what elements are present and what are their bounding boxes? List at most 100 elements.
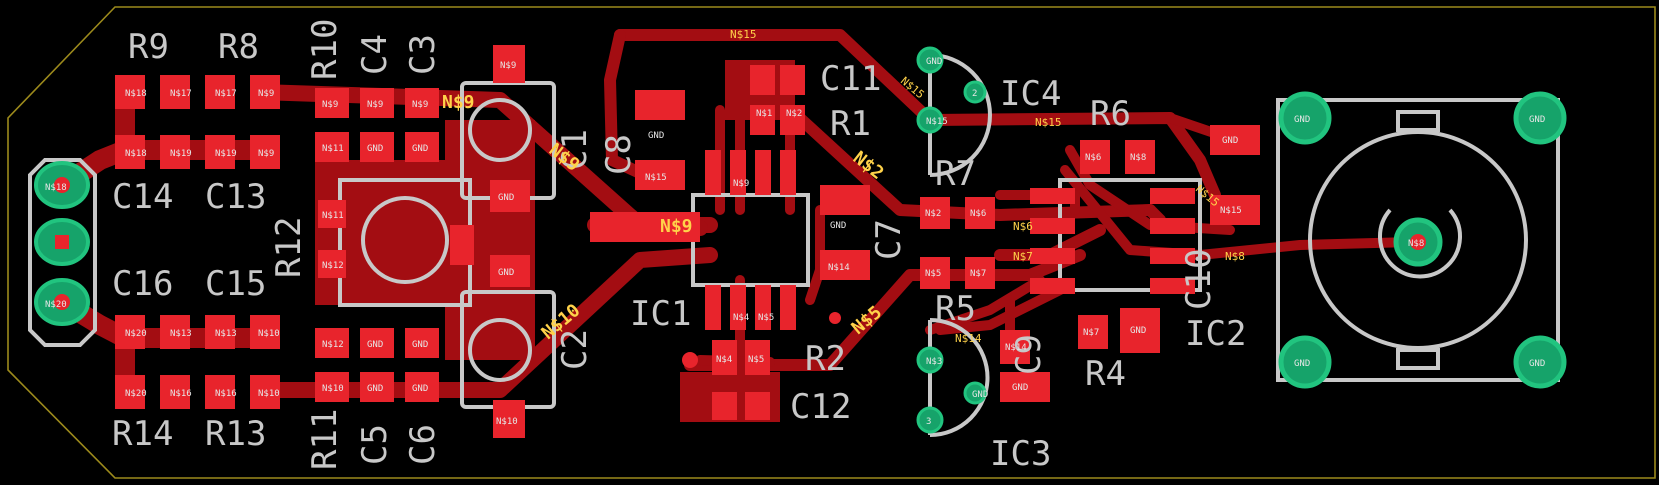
pad-label: N$9: [258, 149, 274, 159]
pad-label: N$5: [758, 313, 774, 323]
pad-label: GND: [367, 384, 383, 394]
pad-label: N$13: [215, 329, 237, 339]
ref-r11: R11: [305, 409, 345, 470]
pad-label: N$16: [215, 389, 237, 399]
ref-ic2: IC2: [1185, 314, 1246, 354]
ref-c1: C1: [555, 129, 595, 170]
ref-c13: C13: [205, 177, 266, 217]
ref-r12: R12: [269, 217, 309, 278]
ref-r14: R14: [112, 414, 173, 454]
pad-label: N$9: [367, 100, 383, 110]
pad-label: N$20: [125, 329, 147, 339]
ref-c10: C10: [1179, 249, 1219, 310]
pad-label: N$15: [1220, 206, 1242, 216]
pad-label: N$9: [500, 61, 516, 71]
pad-label: N$16: [170, 389, 192, 399]
pad-label: N$15: [926, 117, 948, 127]
pad-label: N$5: [925, 269, 941, 279]
ref-ic4: IC4: [1000, 74, 1061, 114]
pad-label: GND: [648, 131, 664, 141]
pad-label: N$12: [322, 261, 344, 271]
pad-label: N$1: [756, 109, 772, 119]
net-label-n15-top: N$15: [730, 28, 757, 41]
pad-label: N$10: [258, 329, 280, 339]
ref-c15: C15: [205, 264, 266, 304]
pad-label: N$2: [786, 109, 802, 119]
ref-c11: C11: [820, 59, 881, 99]
ref-r5: R5: [935, 289, 976, 329]
smd-pads: [115, 45, 1260, 438]
pad-label: GND: [830, 221, 846, 231]
pad-label: GND: [412, 384, 428, 394]
pad-label: GND: [498, 193, 514, 203]
pad-label: N$10: [496, 417, 518, 427]
ref-c3: C3: [403, 34, 443, 75]
through-holes: [34, 46, 1567, 434]
pad-label: GND: [1529, 115, 1545, 125]
pad-label: N$18: [125, 149, 147, 159]
pad-label: N$20: [45, 300, 67, 310]
board-outline: [7, 6, 1656, 479]
pad-label: N$10: [322, 384, 344, 394]
ref-r4: R4: [1085, 354, 1126, 394]
pad-label: N$7: [1083, 328, 1099, 338]
reference-designators: R9 R8 R10 C4 C3 C14 C13 R12 C16 C15 R14 …: [112, 19, 1246, 474]
pad-label: N$7: [970, 269, 986, 279]
pad-label: N$10: [258, 389, 280, 399]
ref-c5: C5: [355, 424, 395, 465]
pad-label: GND: [1130, 326, 1146, 336]
ref-c9: C9: [1009, 334, 1049, 375]
pad-label: N$8: [1408, 239, 1424, 249]
pad-label: GND: [412, 144, 428, 154]
ref-r8: R8: [218, 27, 259, 67]
ref-ic1: IC1: [630, 294, 691, 334]
ref-r10: R10: [305, 19, 345, 80]
ref-r6: R6: [1090, 94, 1131, 134]
ref-c12: C12: [790, 387, 851, 427]
pad-label: N$9: [258, 89, 274, 99]
pad-label: N$12: [322, 340, 344, 350]
net-label-n9-top: N$9: [442, 92, 475, 113]
pad-label: GND: [412, 340, 428, 350]
ref-r2: R2: [805, 339, 846, 379]
pad-label: N$14: [1005, 343, 1027, 353]
pad-label: N$18: [125, 89, 147, 99]
pad-label: GND: [367, 144, 383, 154]
pad-label: N$8: [1130, 153, 1146, 163]
pad-label: N$11: [322, 144, 344, 154]
pad-label: GND: [498, 268, 514, 278]
net-label-n14: N$14: [955, 332, 982, 345]
pad-label: 3: [926, 417, 931, 427]
pad-label: N$18: [45, 183, 67, 193]
pad-label: N$17: [170, 89, 192, 99]
ref-c2: C2: [555, 329, 595, 370]
pad-label: GND: [1222, 136, 1238, 146]
ref-c7: C7: [869, 219, 909, 260]
ref-r9: R9: [128, 27, 169, 67]
pad-label: N$6: [970, 209, 986, 219]
pad-labels: N$18 N$17 N$17 N$9 N$18 N$19 N$19 N$9 N$…: [45, 57, 1545, 427]
ref-c4: C4: [355, 34, 395, 75]
ref-r7: R7: [935, 154, 976, 194]
pad-label: N$3: [926, 357, 942, 367]
pad-label: N$5: [748, 355, 764, 365]
ref-ic3: IC3: [990, 434, 1051, 474]
ref-c14: C14: [112, 177, 173, 217]
pad-label: N$17: [215, 89, 237, 99]
net-label-n6: N$6: [1013, 220, 1033, 233]
net-label-n9-center: N$9: [660, 216, 693, 237]
net-label-n7: N$7: [1013, 250, 1033, 263]
ref-r1: R1: [830, 104, 871, 144]
pad-label: GND: [926, 57, 942, 67]
pad-label: GND: [1012, 383, 1028, 393]
pad-label: 2: [972, 89, 977, 99]
ref-c6: C6: [403, 424, 443, 465]
pad-label: N$9: [733, 179, 749, 189]
pad-label: N$6: [1085, 153, 1101, 163]
pad-label: GND: [1529, 359, 1545, 369]
pad-label: GND: [972, 390, 988, 400]
pad-label: N$15: [645, 173, 667, 183]
pad-label: N$4: [733, 313, 749, 323]
pad-label: N$2: [925, 209, 941, 219]
